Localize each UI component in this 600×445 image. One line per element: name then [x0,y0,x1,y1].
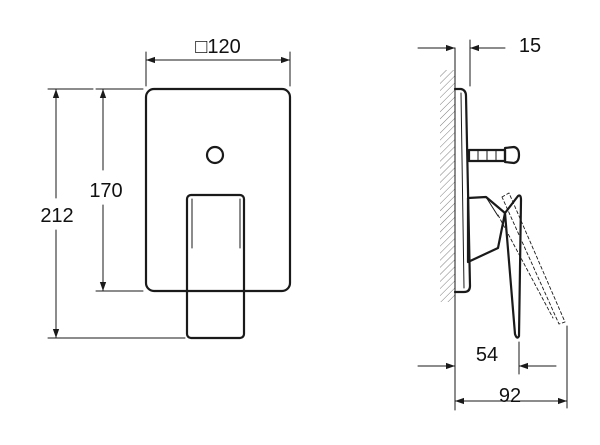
total-depth-dimension: 92 [454,325,568,409]
side-view: 15 54 92 [417,35,568,411]
diverter-button-side [467,145,521,165]
lever-alternate-position [497,192,566,325]
width-dimension: □120 [145,36,291,87]
front-view: □120 170 212 [40,36,292,340]
plate-height-dimension: 170 [89,88,144,292]
plate-depth-label: 15 [519,35,541,57]
wall-hatch [440,70,455,302]
diverter-button [205,145,225,165]
lever-side [466,194,523,339]
total-depth-label: 92 [499,385,521,407]
cover-plate-outline [144,87,292,293]
total-height-dimension: 212 [40,88,186,339]
plate-depth-dimension: 15 [417,35,541,87]
total-height-label: 212 [40,205,73,227]
handle-depth-label: 54 [476,344,498,366]
lever-handle [185,193,246,340]
plate-height-label: 170 [89,180,122,202]
width-label: □120 [195,36,240,58]
cover-plate-side [453,87,472,294]
handle-depth-dimension: 54 [417,341,557,375]
